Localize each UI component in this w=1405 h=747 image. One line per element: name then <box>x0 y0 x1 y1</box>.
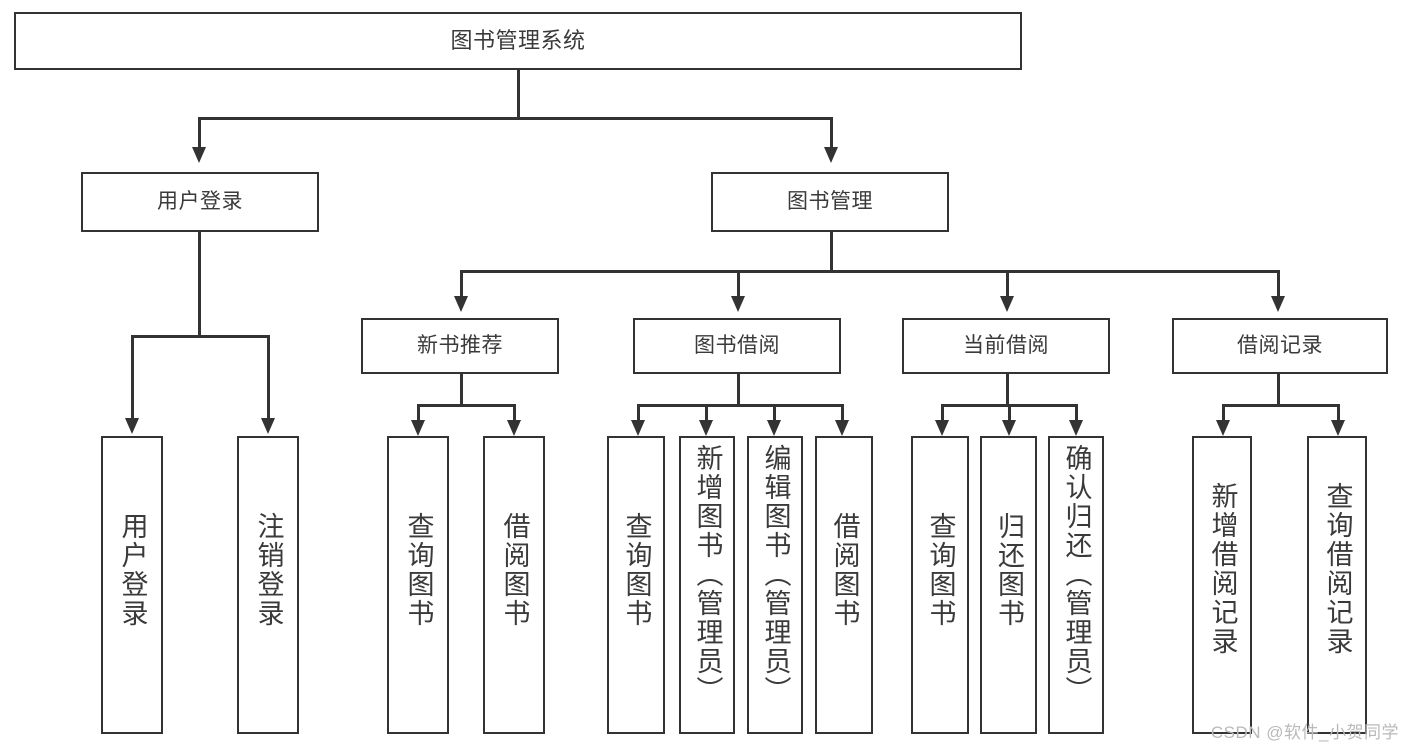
node-book-management[interactable]: 图书管理 <box>711 172 949 232</box>
arrowhead-current-borrow <box>1000 296 1014 312</box>
connector-to-borrow-record <box>1277 270 1280 298</box>
connector-user-login-stem <box>198 232 201 337</box>
connector-current-borrow-stem <box>1006 374 1009 406</box>
connector-br-leaf-1 <box>1222 404 1225 422</box>
node-label: 图书管理系统 <box>450 27 586 53</box>
csdn-watermark: CSDN @软件_小贺同学 <box>1210 723 1399 742</box>
connector-user-login-leaf-2 <box>267 335 270 420</box>
connector-book-mgmt-bus <box>460 270 1278 273</box>
connector-borrow-record-bus <box>1222 404 1337 407</box>
arrowhead-new-book <box>454 296 468 312</box>
connector-to-current-borrow <box>1006 270 1009 298</box>
arrowhead-leaf-logout <box>261 418 275 434</box>
leaf-br-add-record[interactable]: 新增借阅记录 <box>1192 436 1252 734</box>
arrowhead-cb-leaf-3 <box>1069 420 1083 436</box>
connector-book-borrow-stem <box>737 374 740 406</box>
connector-bb-leaf-2 <box>705 404 708 422</box>
node-label: 确认归还（管理员） <box>1061 444 1092 705</box>
node-label: 新书推荐 <box>417 334 503 358</box>
connector-bb-leaf-4 <box>841 404 844 422</box>
leaf-bb-borrow-book[interactable]: 借阅图书 <box>815 436 873 734</box>
connector-new-book-leaf-2 <box>513 404 516 422</box>
node-label: 借阅记录 <box>1237 334 1323 358</box>
connector-cb-leaf-2 <box>1008 404 1011 422</box>
leaf-cb-return-book[interactable]: 归还图书 <box>980 436 1037 734</box>
connector-bb-leaf-1 <box>637 404 640 422</box>
node-label: 借阅图书 <box>829 512 860 628</box>
node-label: 查询图书 <box>403 512 434 628</box>
node-label: 用户登录 <box>157 190 243 214</box>
connector-root-bus <box>198 117 832 120</box>
node-label: 查询图书 <box>621 512 652 628</box>
connector-user-login-bus <box>131 335 267 338</box>
arrowhead-leaf-user-login <box>125 418 139 434</box>
connector-bb-leaf-3 <box>773 404 776 422</box>
arrowhead-nb-leaf-2 <box>507 420 521 436</box>
arrowhead-cb-leaf-2 <box>1002 420 1016 436</box>
connector-new-book-stem <box>460 374 463 406</box>
leaf-logout[interactable]: 注销登录 <box>237 436 299 734</box>
connector-br-leaf-2 <box>1337 404 1340 422</box>
connector-borrow-record-stem <box>1277 374 1280 406</box>
connector-new-book-leaf-1 <box>417 404 420 422</box>
node-root-system[interactable]: 图书管理系统 <box>14 12 1022 70</box>
arrowhead-br-leaf-2 <box>1331 420 1345 436</box>
leaf-br-query-record[interactable]: 查询借阅记录 <box>1307 436 1367 734</box>
node-borrow-record[interactable]: 借阅记录 <box>1172 318 1388 374</box>
arrowhead-cb-leaf-1 <box>935 420 949 436</box>
arrowhead-bb-leaf-2 <box>699 420 713 436</box>
node-new-book-recommend[interactable]: 新书推荐 <box>361 318 559 374</box>
connector-new-book-bus <box>417 404 513 407</box>
leaf-nb-query-book[interactable]: 查询图书 <box>387 436 449 734</box>
leaf-bb-add-book-admin[interactable]: 新增图书（管理员） <box>679 436 735 734</box>
leaf-cb-query-book[interactable]: 查询图书 <box>911 436 969 734</box>
arrowhead-br-leaf-1 <box>1216 420 1230 436</box>
node-label: 新增借阅记录 <box>1207 482 1238 656</box>
leaf-user-login[interactable]: 用户登录 <box>101 436 163 734</box>
connector-user-login-leaf-1 <box>131 335 134 420</box>
arrowhead-user-login <box>192 147 206 163</box>
arrowhead-book-mgmt <box>824 147 838 163</box>
arrowhead-nb-leaf-1 <box>411 420 425 436</box>
node-current-borrow[interactable]: 当前借阅 <box>902 318 1110 374</box>
node-label: 查询图书 <box>925 512 956 628</box>
node-label: 用户登录 <box>117 512 148 628</box>
arrowhead-bb-leaf-3 <box>767 420 781 436</box>
node-book-borrow[interactable]: 图书借阅 <box>633 318 841 374</box>
connector-root-to-book-mgmt <box>830 117 833 149</box>
node-label: 注销登录 <box>253 512 284 628</box>
leaf-bb-edit-book-admin[interactable]: 编辑图书（管理员） <box>747 436 803 734</box>
node-label: 当前借阅 <box>963 334 1049 358</box>
connector-cb-leaf-3 <box>1075 404 1078 422</box>
connector-to-book-borrow <box>737 270 740 298</box>
arrowhead-bb-leaf-1 <box>631 420 645 436</box>
node-label: 查询借阅记录 <box>1322 482 1353 656</box>
leaf-bb-query-book[interactable]: 查询图书 <box>607 436 665 734</box>
node-label: 编辑图书（管理员） <box>760 444 791 705</box>
arrowhead-borrow-record <box>1271 296 1285 312</box>
node-user-login[interactable]: 用户登录 <box>81 172 319 232</box>
connector-cb-leaf-1 <box>941 404 944 422</box>
leaf-cb-confirm-return-admin[interactable]: 确认归还（管理员） <box>1048 436 1104 734</box>
connector-book-mgmt-stem <box>830 232 833 272</box>
connector-book-borrow-bus <box>637 404 841 407</box>
node-label: 归还图书 <box>994 512 1024 628</box>
node-label: 图书借阅 <box>694 334 780 358</box>
leaf-nb-borrow-book[interactable]: 借阅图书 <box>483 436 545 734</box>
connector-root-stem <box>517 70 520 118</box>
connector-root-to-user-login <box>198 117 201 149</box>
node-label: 借阅图书 <box>499 512 530 628</box>
node-label: 新增图书（管理员） <box>692 444 723 705</box>
connector-to-new-book <box>460 270 463 298</box>
arrowhead-bb-leaf-4 <box>835 420 849 436</box>
arrowhead-book-borrow <box>731 296 745 312</box>
node-label: 图书管理 <box>787 190 873 214</box>
